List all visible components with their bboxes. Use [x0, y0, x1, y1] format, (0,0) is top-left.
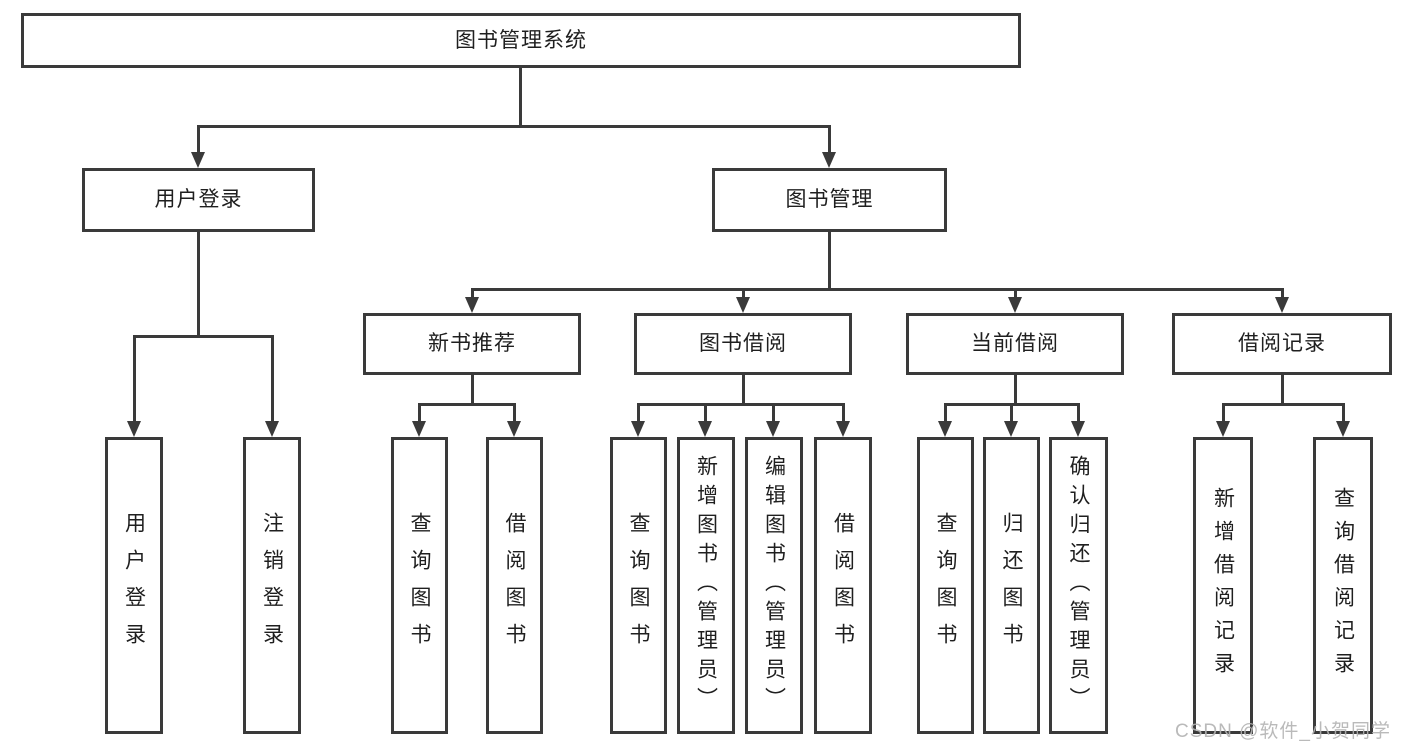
node-query-books-2: 查询图书: [610, 437, 667, 734]
node-label: 查询图书: [408, 511, 431, 660]
connector-line: [471, 288, 1283, 291]
node-label: 查询图书: [934, 511, 957, 660]
node-current-borrow: 当前借阅: [906, 313, 1124, 375]
arrow-down-icon: [822, 125, 836, 168]
node-label: 借阅图书: [503, 511, 526, 660]
node-label: 用户登录: [122, 511, 146, 660]
arrow-down-icon: [1004, 403, 1018, 437]
node-add-borrow-record: 新增借阅记录: [1193, 437, 1253, 734]
node-label: 新书推荐: [428, 332, 516, 356]
node-label: 注销登录: [260, 511, 284, 660]
arrow-down-icon: [465, 288, 479, 313]
watermark: CSDN @软件_小贺同学: [1175, 721, 1391, 742]
connector-line: [1222, 403, 1345, 406]
arrow-down-icon: [265, 335, 279, 437]
node-borrow-records: 借阅记录: [1172, 313, 1392, 375]
node-label: 确认归还（管理员）: [1067, 455, 1090, 716]
connector-line: [198, 125, 831, 128]
connector-line: [1281, 373, 1284, 406]
connector-line: [1014, 373, 1017, 406]
arrow-down-icon: [191, 125, 205, 168]
connector-line: [742, 373, 745, 406]
node-borrow-books-1: 借阅图书: [486, 437, 543, 734]
connector-line: [471, 373, 474, 406]
node-query-books-1: 查询图书: [391, 437, 448, 734]
arrow-down-icon: [698, 403, 712, 437]
node-book-borrow: 图书借阅: [634, 313, 852, 375]
node-logout: 注销登录: [243, 437, 301, 734]
node-label: 查询借阅记录: [1331, 486, 1355, 685]
node-user-login-leaf: 用户登录: [105, 437, 163, 734]
node-new-book-recommend: 新书推荐: [363, 313, 581, 375]
node-query-books-3: 查询图书: [917, 437, 974, 734]
node-query-borrow-record: 查询借阅记录: [1313, 437, 1373, 734]
arrow-down-icon: [507, 403, 521, 437]
node-label: 归还图书: [1000, 511, 1023, 660]
connector-line: [197, 230, 200, 338]
arrow-down-icon: [1216, 403, 1230, 437]
node-user-login: 用户登录: [82, 168, 315, 232]
node-book-management: 图书管理: [712, 168, 947, 232]
arrow-down-icon: [766, 403, 780, 437]
arrow-down-icon: [631, 403, 645, 437]
arrow-down-icon: [1336, 403, 1350, 437]
connector-line: [133, 335, 274, 338]
node-label: 新增借阅记录: [1211, 486, 1235, 685]
arrow-down-icon: [127, 335, 141, 437]
node-label: 查询图书: [627, 511, 650, 660]
node-confirm-return-admin: 确认归还（管理员）: [1049, 437, 1108, 734]
node-label: 借阅图书: [831, 511, 855, 660]
node-label: 当前借阅: [971, 332, 1059, 356]
node-label: 图书借阅: [699, 332, 787, 356]
connector-line: [637, 403, 844, 406]
connector-line: [418, 403, 515, 406]
node-library-system: 图书管理系统: [21, 13, 1021, 68]
arrow-down-icon: [836, 403, 850, 437]
arrow-down-icon: [412, 403, 426, 437]
node-label: 借阅记录: [1238, 332, 1326, 356]
node-label: 新增图书（管理员）: [694, 455, 718, 716]
node-label: 用户登录: [154, 188, 243, 212]
node-label: 图书管理: [785, 188, 874, 212]
arrow-down-icon: [736, 288, 750, 313]
arrow-down-icon: [1008, 288, 1022, 313]
connector-line: [828, 230, 831, 291]
node-label: 编辑图书（管理员）: [762, 455, 786, 716]
node-return-books: 归还图书: [983, 437, 1040, 734]
node-add-book-admin: 新增图书（管理员）: [677, 437, 735, 734]
node-borrow-books-2: 借阅图书: [814, 437, 872, 734]
node-edit-book-admin: 编辑图书（管理员）: [745, 437, 803, 734]
arrow-down-icon: [938, 403, 952, 437]
connector-line: [519, 66, 522, 128]
node-label: 图书管理系统: [455, 28, 587, 52]
arrow-down-icon: [1275, 288, 1289, 313]
arrow-down-icon: [1071, 403, 1085, 437]
